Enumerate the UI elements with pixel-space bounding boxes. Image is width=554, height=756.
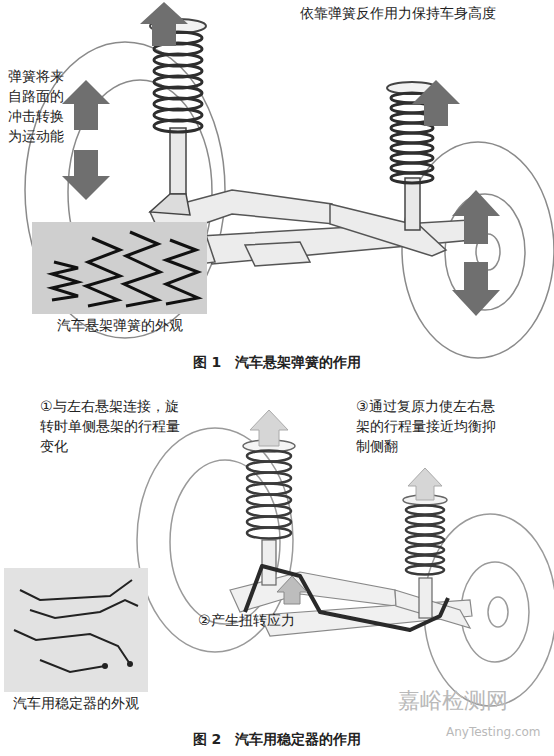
spring-photo — [124, 232, 160, 306]
watermark: 嘉峪检测网 — [398, 688, 548, 714]
spring-photo — [32, 222, 207, 314]
coil-spring-right-2 — [406, 506, 444, 575]
force-arrows — [140, 2, 188, 46]
coil-spring-right-2 — [406, 506, 444, 515]
stabilizer-photo — [20, 580, 132, 600]
coil-spring-left-2 — [247, 517, 291, 528]
motion-arrows — [250, 410, 288, 446]
coil-spring-right — [391, 173, 433, 183]
figure-caption: 图 1 汽车悬架弹簧的作用 — [0, 352, 554, 372]
coil-spring-right-2 — [406, 516, 444, 525]
photo-inset: 汽车悬架弹簧的外观 — [32, 222, 207, 334]
force-arrows — [412, 80, 460, 126]
spring-photo — [52, 262, 78, 300]
motion-arrows — [408, 468, 442, 500]
coil-spring-left-2 — [247, 528, 291, 539]
stabilizer-photo — [4, 568, 148, 692]
annotation-text: ③通过复原力使左右悬架的行程量接近均衡抑制侧翻 — [356, 396, 504, 456]
stabilizer-photo — [102, 663, 108, 669]
photo-caption: 汽车用稳定器的外观 — [0, 694, 152, 712]
strut-left-2 — [262, 540, 276, 585]
coil-spring-left-2 — [247, 495, 291, 506]
wheel-left — [25, 42, 225, 338]
spring-photo — [32, 222, 207, 314]
spring-photo — [166, 240, 198, 304]
watermark: AnyTesting.com — [446, 724, 554, 740]
coil-spring-left-2 — [247, 506, 291, 517]
stabilizer-photo — [14, 630, 130, 664]
strut-left — [150, 194, 190, 215]
force-arrows — [62, 150, 110, 200]
force-arrows — [452, 262, 500, 316]
stabilizer-photo — [40, 660, 105, 672]
coil-spring-right-2 — [406, 546, 444, 555]
strut-left-2 — [243, 440, 295, 585]
coil-spring-left — [154, 120, 202, 132]
photo-inset: 汽车用稳定器的外观 — [0, 568, 152, 712]
coil-spring-right-2 — [406, 566, 444, 575]
strut-right-2 — [403, 495, 447, 618]
annotation-text: 依靠弹簧反作用力保持车身高度 — [300, 3, 540, 23]
spring-photo — [86, 238, 120, 306]
strut-left — [150, 19, 206, 215]
coil-spring-right-2 — [406, 526, 444, 535]
coil-spring-left — [154, 32, 202, 132]
stabilizer-photo — [30, 600, 138, 618]
subframe-2 — [230, 572, 396, 612]
coil-spring-left-2 — [247, 451, 291, 462]
annotation-text: ②产生扭转应力 — [198, 610, 338, 630]
stabilizer-photo — [127, 661, 133, 667]
coil-spring-left-2 — [247, 451, 291, 539]
motion-arrows — [250, 410, 442, 604]
motion-arrows — [277, 576, 307, 604]
coil-spring-left-2 — [247, 473, 291, 484]
wheel-right-2 — [488, 597, 508, 627]
suspension-arms — [330, 204, 446, 256]
stabilizer-photo — [4, 568, 148, 692]
suspension-arms — [245, 242, 310, 266]
coil-spring-left-2 — [247, 462, 291, 473]
coil-spring-right-2 — [406, 536, 444, 545]
force-arrows — [452, 190, 500, 244]
annotation-text: ①与左右悬架连接，旋转时单侧悬架的行程量变化 — [40, 396, 188, 456]
strut-left — [170, 128, 186, 194]
coil-spring-left-2 — [247, 484, 291, 495]
strut-right — [405, 178, 420, 230]
wheel-left — [25, 42, 225, 338]
photo-caption: 汽车悬架弹簧的外观 — [32, 316, 207, 334]
coil-spring-right-2 — [406, 556, 444, 565]
strut-right-2 — [419, 578, 432, 618]
force-arrows — [62, 80, 110, 130]
annotation-text: 弹簧将来自路面的冲击转换为运动能 — [8, 66, 68, 146]
